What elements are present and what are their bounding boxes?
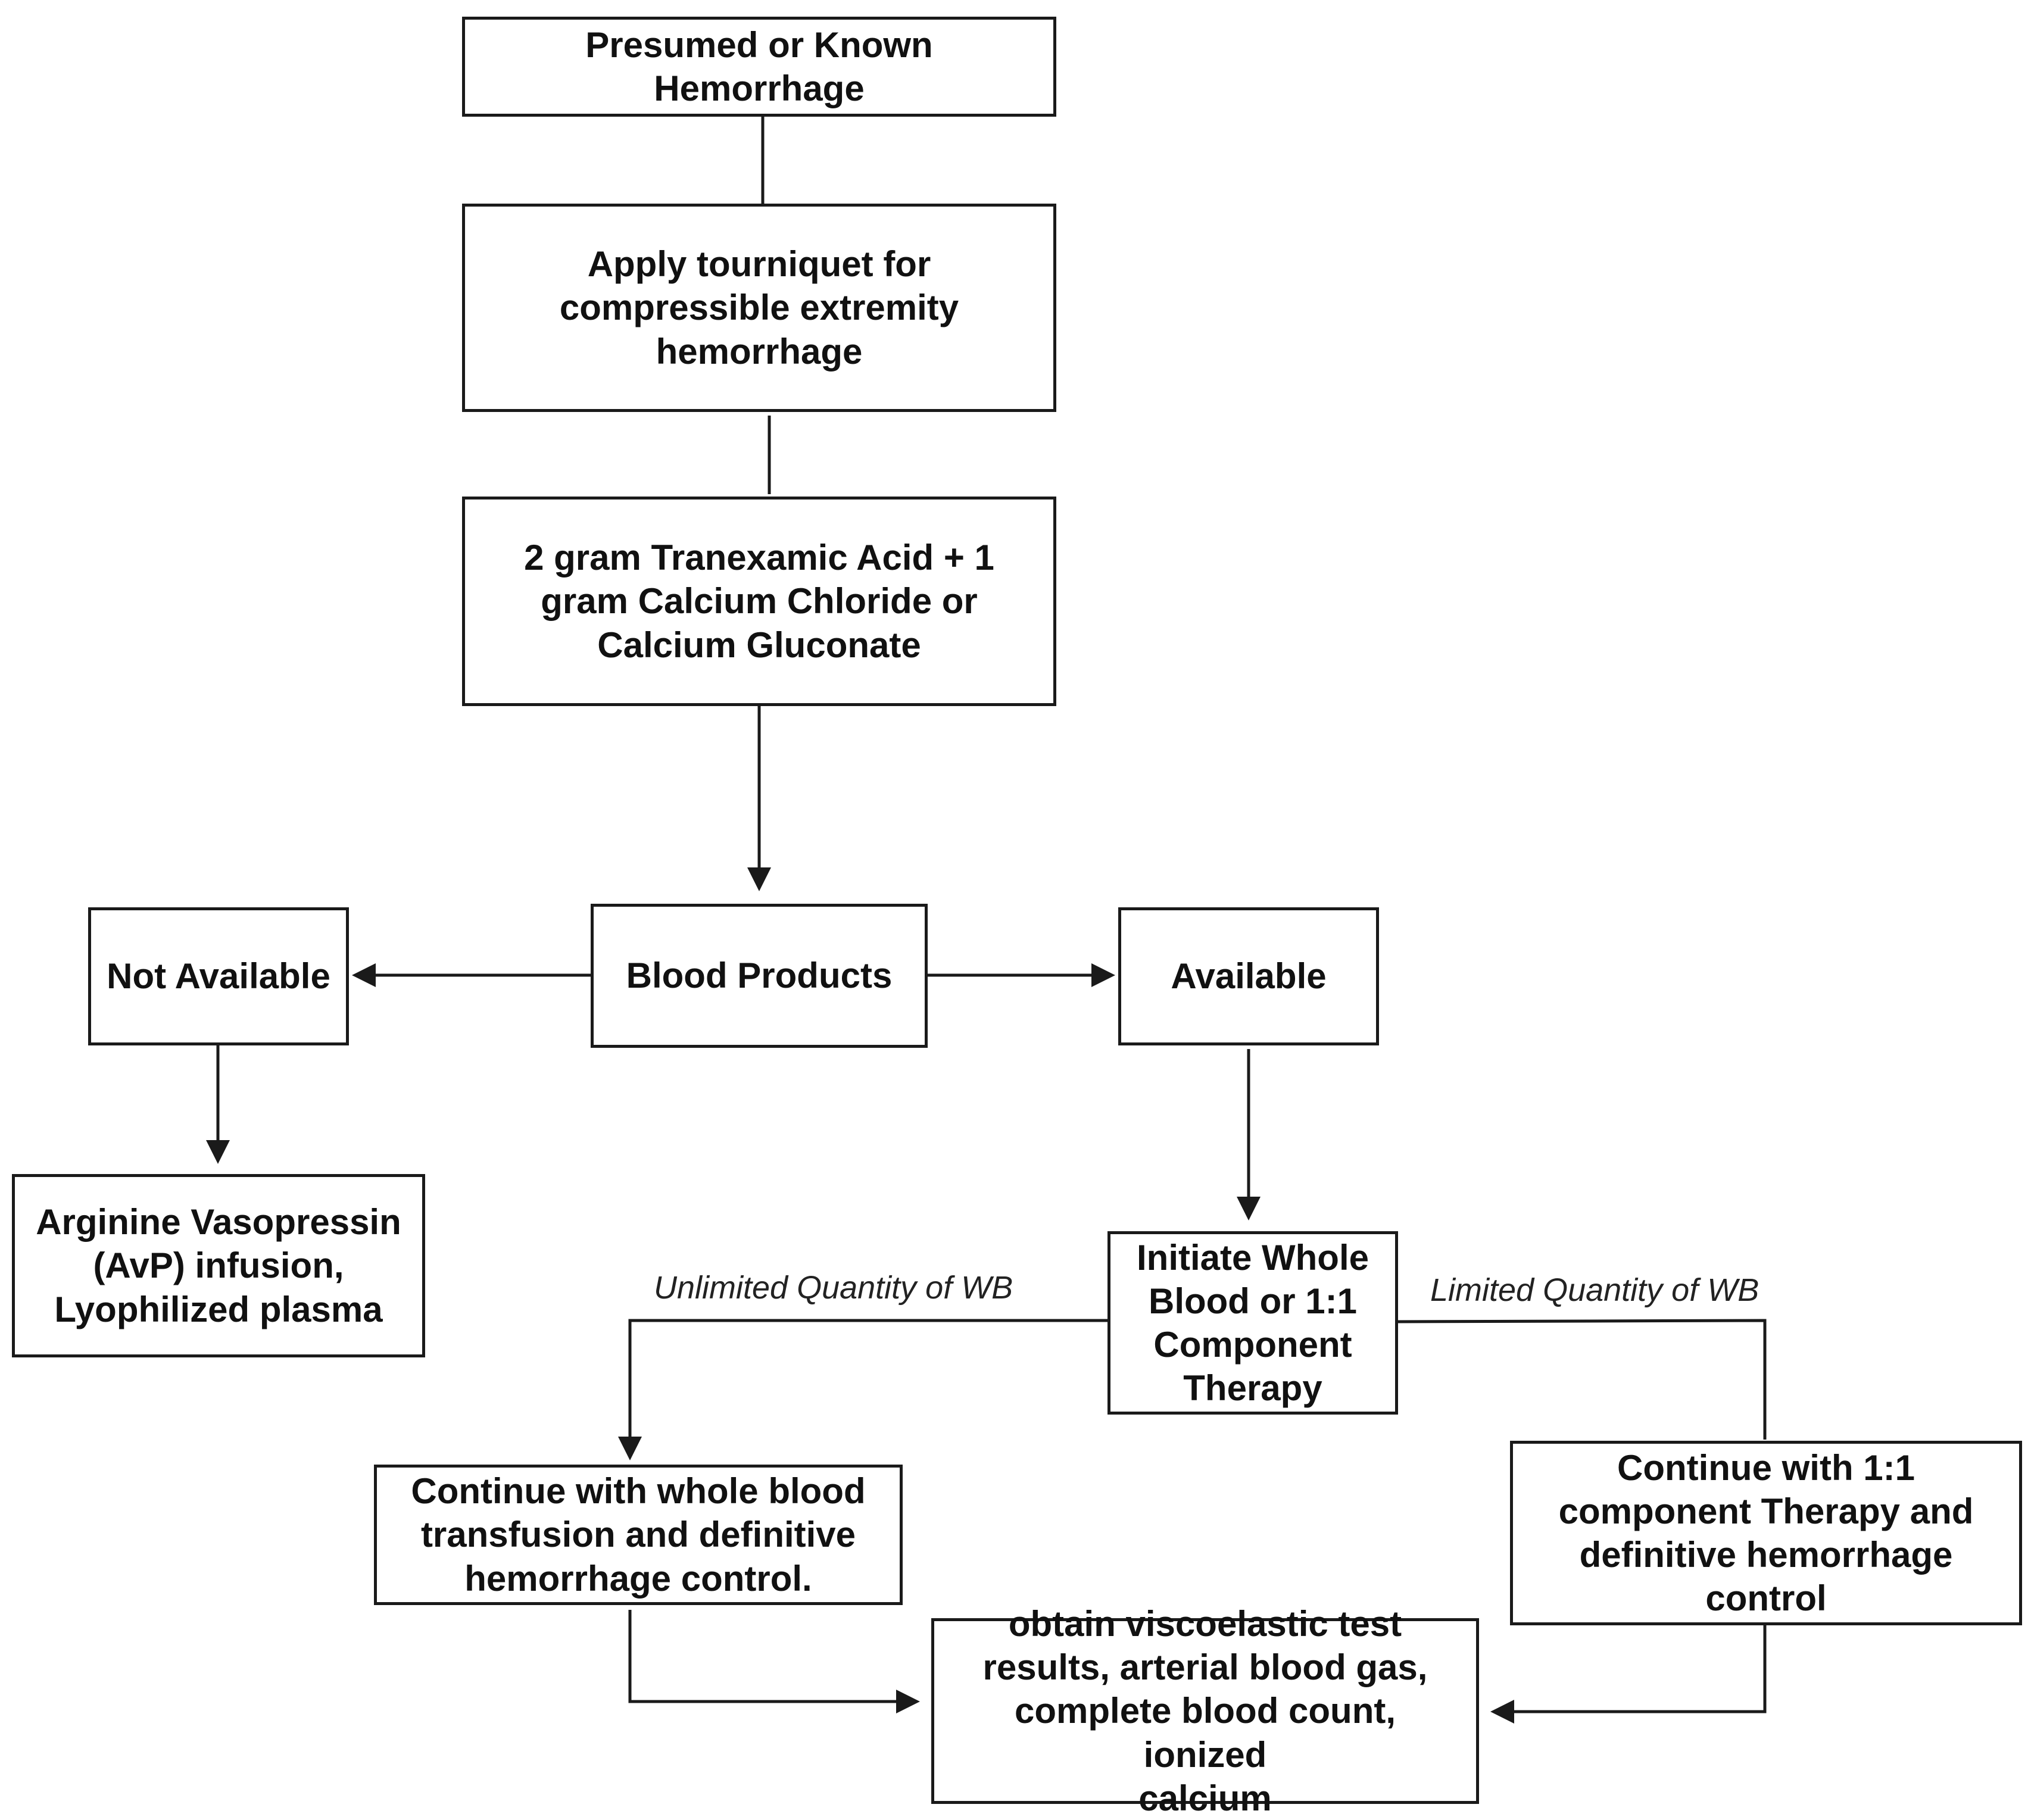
edge-initiate-to-continue-wb-arrow bbox=[618, 1319, 1107, 1460]
node-continue-whole-blood: Continue with whole blood transfusion an… bbox=[374, 1465, 903, 1605]
node-arginine-vasopressin: Arginine Vasopressin (AvP) infusion, Lyo… bbox=[12, 1174, 425, 1357]
node-blood-products: Blood Products bbox=[591, 904, 928, 1048]
node-not-available: Not Available bbox=[88, 907, 349, 1045]
edge-label-unlimited-wb: Unlimited Quantity of WB bbox=[654, 1270, 1013, 1306]
node-continue-component-therapy: Continue with 1:1 component Therapy and … bbox=[1510, 1441, 2022, 1625]
node-initiate-whole-blood: Initiate Whole Blood or 1:1 Component Th… bbox=[1107, 1231, 1398, 1415]
edge-label-limited-wb: Limited Quantity of WB bbox=[1430, 1272, 1759, 1308]
node-obtain-lab-results: obtain viscoelastic test results, arteri… bbox=[931, 1604, 1479, 1818]
edge-initiate-to-continue-component bbox=[1396, 1319, 1767, 1440]
node-tranexamic-acid-calcium: 2 gram Tranexamic Acid + 1 gram Calcium … bbox=[462, 497, 1056, 706]
edge-continue-wb-to-labs-arrow bbox=[628, 1610, 920, 1713]
edge-continue-component-to-labs-arrow bbox=[1490, 1625, 1767, 1724]
node-apply-tourniquet: Apply tourniquet for compressible extrem… bbox=[462, 204, 1056, 412]
node-available: Available bbox=[1118, 907, 1379, 1045]
node-presumed-or-known-hemorrhage: Presumed or Known Hemorrhage bbox=[462, 17, 1056, 117]
